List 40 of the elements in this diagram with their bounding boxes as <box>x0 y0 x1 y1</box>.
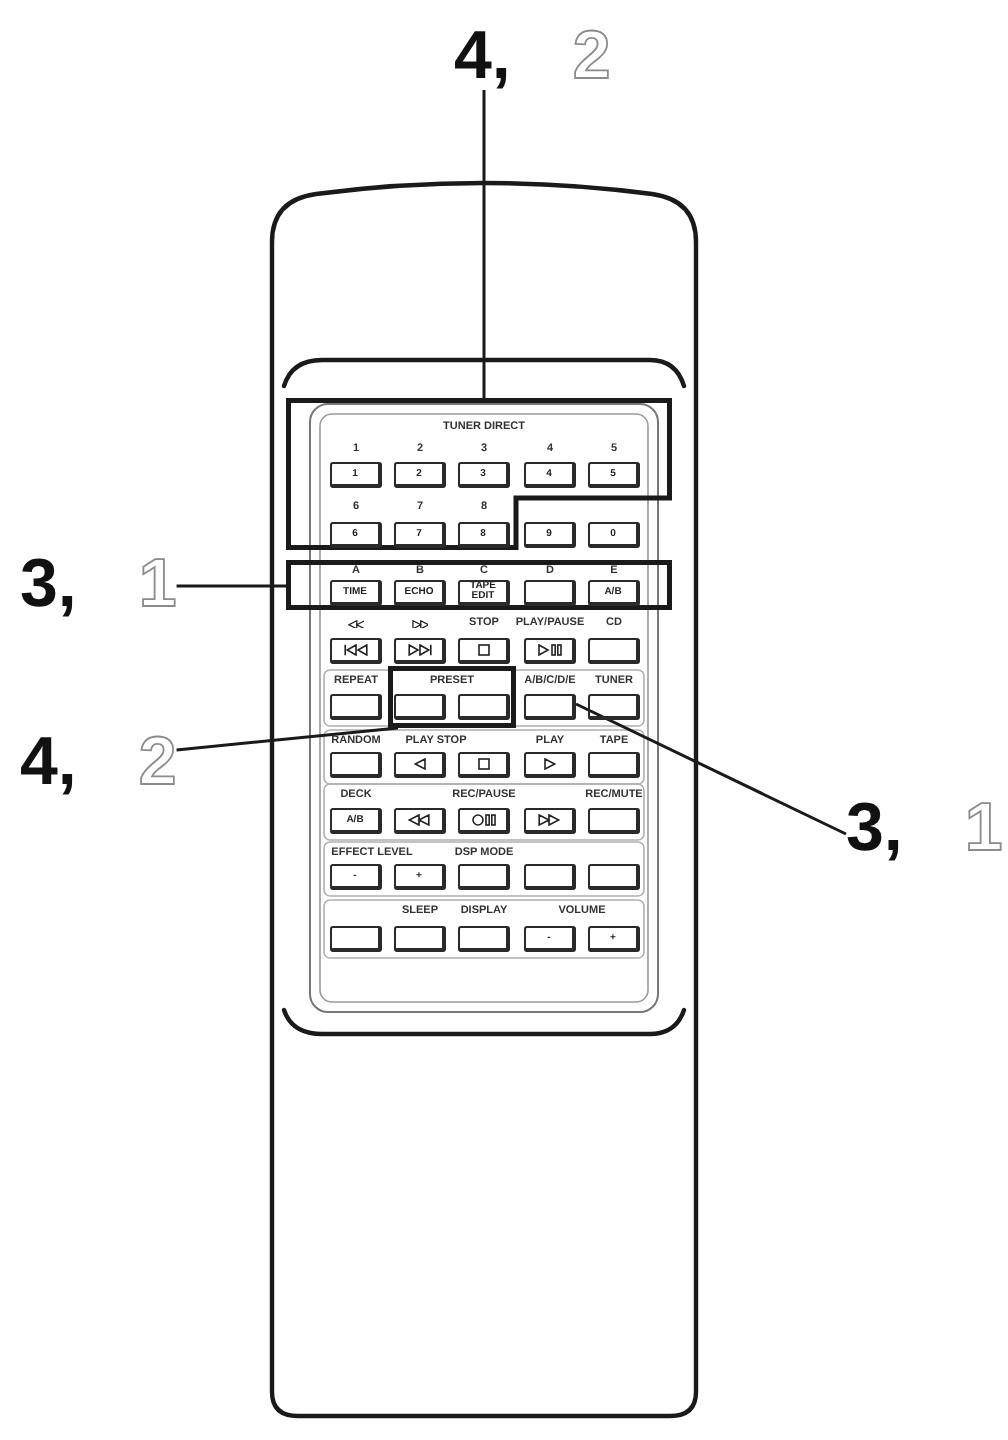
remote-button <box>588 808 640 834</box>
highlight-frame <box>286 398 672 550</box>
remote-button <box>458 808 510 834</box>
leader-line <box>575 702 847 836</box>
remote-button <box>458 926 510 952</box>
step-number: 3, <box>20 550 77 618</box>
highlight-frame <box>286 560 672 610</box>
remote-button <box>458 752 510 778</box>
remote-button <box>330 638 382 664</box>
remote-button <box>588 638 640 664</box>
alternate-step-number: 1 <box>138 550 177 618</box>
step-number: 4, <box>20 728 77 796</box>
remote-button <box>524 808 576 834</box>
remote-button <box>458 864 510 890</box>
remote-button <box>330 752 382 778</box>
remote-button <box>458 694 510 720</box>
remote-button <box>524 580 576 606</box>
step-number: 4, <box>454 22 511 90</box>
alternate-step-number: 1 <box>964 794 1003 862</box>
remote-button <box>588 694 640 720</box>
remote-button <box>524 864 576 890</box>
leader-line <box>176 584 286 588</box>
alternate-step-number: 2 <box>138 728 177 796</box>
remote-button <box>394 926 446 952</box>
remote-button <box>394 638 446 664</box>
remote-button <box>394 752 446 778</box>
remote-button <box>330 694 382 720</box>
remote-button <box>588 752 640 778</box>
remote-button <box>330 926 382 952</box>
highlight-frame <box>388 666 516 728</box>
remote-button <box>588 864 640 890</box>
remote-button <box>458 638 510 664</box>
leader-line <box>482 90 486 398</box>
step-number: 3, <box>846 794 903 862</box>
remote-button <box>524 752 576 778</box>
remote-button <box>394 694 446 720</box>
alternate-step-number: 2 <box>572 22 611 90</box>
remote-button <box>524 638 576 664</box>
remote-button <box>524 694 576 720</box>
remote-button <box>394 808 446 834</box>
